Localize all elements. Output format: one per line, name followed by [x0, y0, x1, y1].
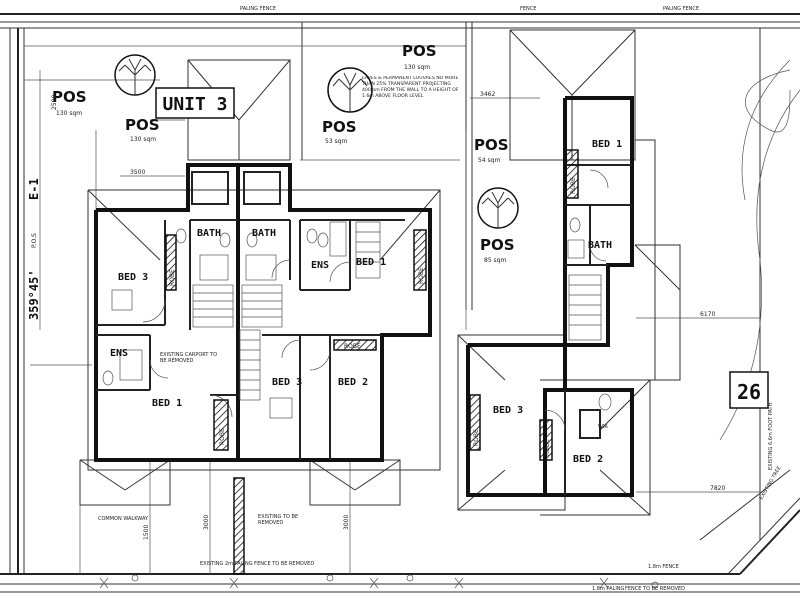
room-label: BATH — [252, 228, 276, 239]
pos-area: 53 sqm — [325, 138, 347, 145]
pos-area: 130 sqm — [56, 110, 82, 117]
room-label: BATH — [588, 240, 612, 251]
room-label: ROBE — [169, 269, 176, 286]
unit-label-box — [155, 87, 235, 119]
fence-note: 1.8m FENCE — [648, 564, 679, 570]
room-label: ROBE — [219, 428, 226, 445]
room-label: BED 1 — [592, 139, 622, 150]
room-label: BED 3 — [118, 272, 148, 283]
walls-left-unit — [94, 163, 432, 575]
dimension-text: 3500 — [130, 169, 145, 176]
pos-area: 85 sqm — [484, 257, 506, 264]
lot-number-box — [729, 371, 769, 409]
pos-area: 130 sqm — [130, 136, 156, 143]
bearing-suffix: P.O.S — [31, 233, 38, 248]
site-boundary — [0, 13, 800, 593]
tree-symbols — [114, 54, 519, 229]
room-label: ROBE — [473, 429, 480, 446]
dimension-text: 3000 — [343, 515, 350, 530]
fence-note: EXISTING 2m PALING FENCE TO BE REMOVED — [200, 561, 314, 567]
eaves-note: EAVES & PERMANENT LOUVRES NO MORE THAN 2… — [362, 76, 459, 99]
fence-note: FENCE TO BE REMOVED — [625, 586, 685, 592]
pos-label: POS — [480, 236, 515, 254]
room-label: BATH — [197, 228, 221, 239]
room-label: ROBE — [344, 343, 361, 350]
pos-label: POS — [402, 42, 437, 60]
room-label: ROBE — [418, 267, 425, 284]
roof-outline-right — [457, 29, 681, 516]
dimension-text: 6170 — [700, 311, 715, 318]
room-label: WIR — [598, 424, 608, 430]
room-label: BED 1 — [356, 257, 386, 268]
room-label: BED 1 — [152, 398, 182, 409]
room-label: BED 3 — [493, 405, 523, 416]
footpath-note: EXISTING 6.6m FOOT PATH — [768, 402, 774, 470]
dimension-text: 3462 — [480, 91, 495, 98]
pos-label: POS — [125, 116, 160, 134]
pos-label: POS — [474, 136, 509, 154]
lot-number: 26 — [737, 380, 761, 404]
room-label: BED 2 — [338, 377, 368, 388]
room-label: ROBE — [570, 177, 577, 194]
pos-labels: POS 130 sqm POS 130 sqm POS 130 sqm POS … — [52, 42, 515, 264]
room-label: ENS — [110, 348, 128, 359]
pos-label: POS — [322, 118, 357, 136]
fence-note: PALING FENCE — [240, 6, 276, 12]
dimension-text: 1500 — [143, 525, 150, 540]
walkway-note: COMMON WALKWAY — [98, 516, 149, 522]
room-label: ENS — [311, 260, 329, 271]
side-label: E-1 — [27, 178, 41, 200]
cross-over-note: 1.8m PALING — [592, 586, 625, 592]
unit-label: UNIT 3 — [162, 94, 227, 115]
pos-label: POS — [52, 88, 87, 106]
dimension-text: 2500 — [51, 95, 58, 110]
dimension-text: 7820 — [710, 485, 725, 492]
dimension-texts: 3500 3462 6170 7820 3000 1500 3000 2500 — [51, 91, 725, 540]
room-label: ROBE — [544, 439, 551, 456]
carport-note: EXISTING CARPORT TO BE REMOVED — [160, 352, 218, 364]
pos-area: 54 sqm — [478, 157, 500, 164]
room-label: BED 2 — [573, 454, 603, 465]
fence-note: PALING FENCE — [663, 6, 699, 12]
bearing-label: 359°45' — [27, 269, 41, 320]
room-label: BED 3 — [272, 377, 302, 388]
dimension-text: 3000 — [203, 515, 210, 530]
fence-note: FENCE — [520, 6, 536, 12]
pos-area: 130 sqm — [404, 64, 430, 71]
walls-right-unit — [466, 96, 634, 497]
existing-removed-note: EXISTING TO BE REMOVED — [258, 514, 299, 526]
room-labels: BED 3 BATH ENS BED 1 BATH ENS BED 1 BED … — [110, 139, 622, 465]
